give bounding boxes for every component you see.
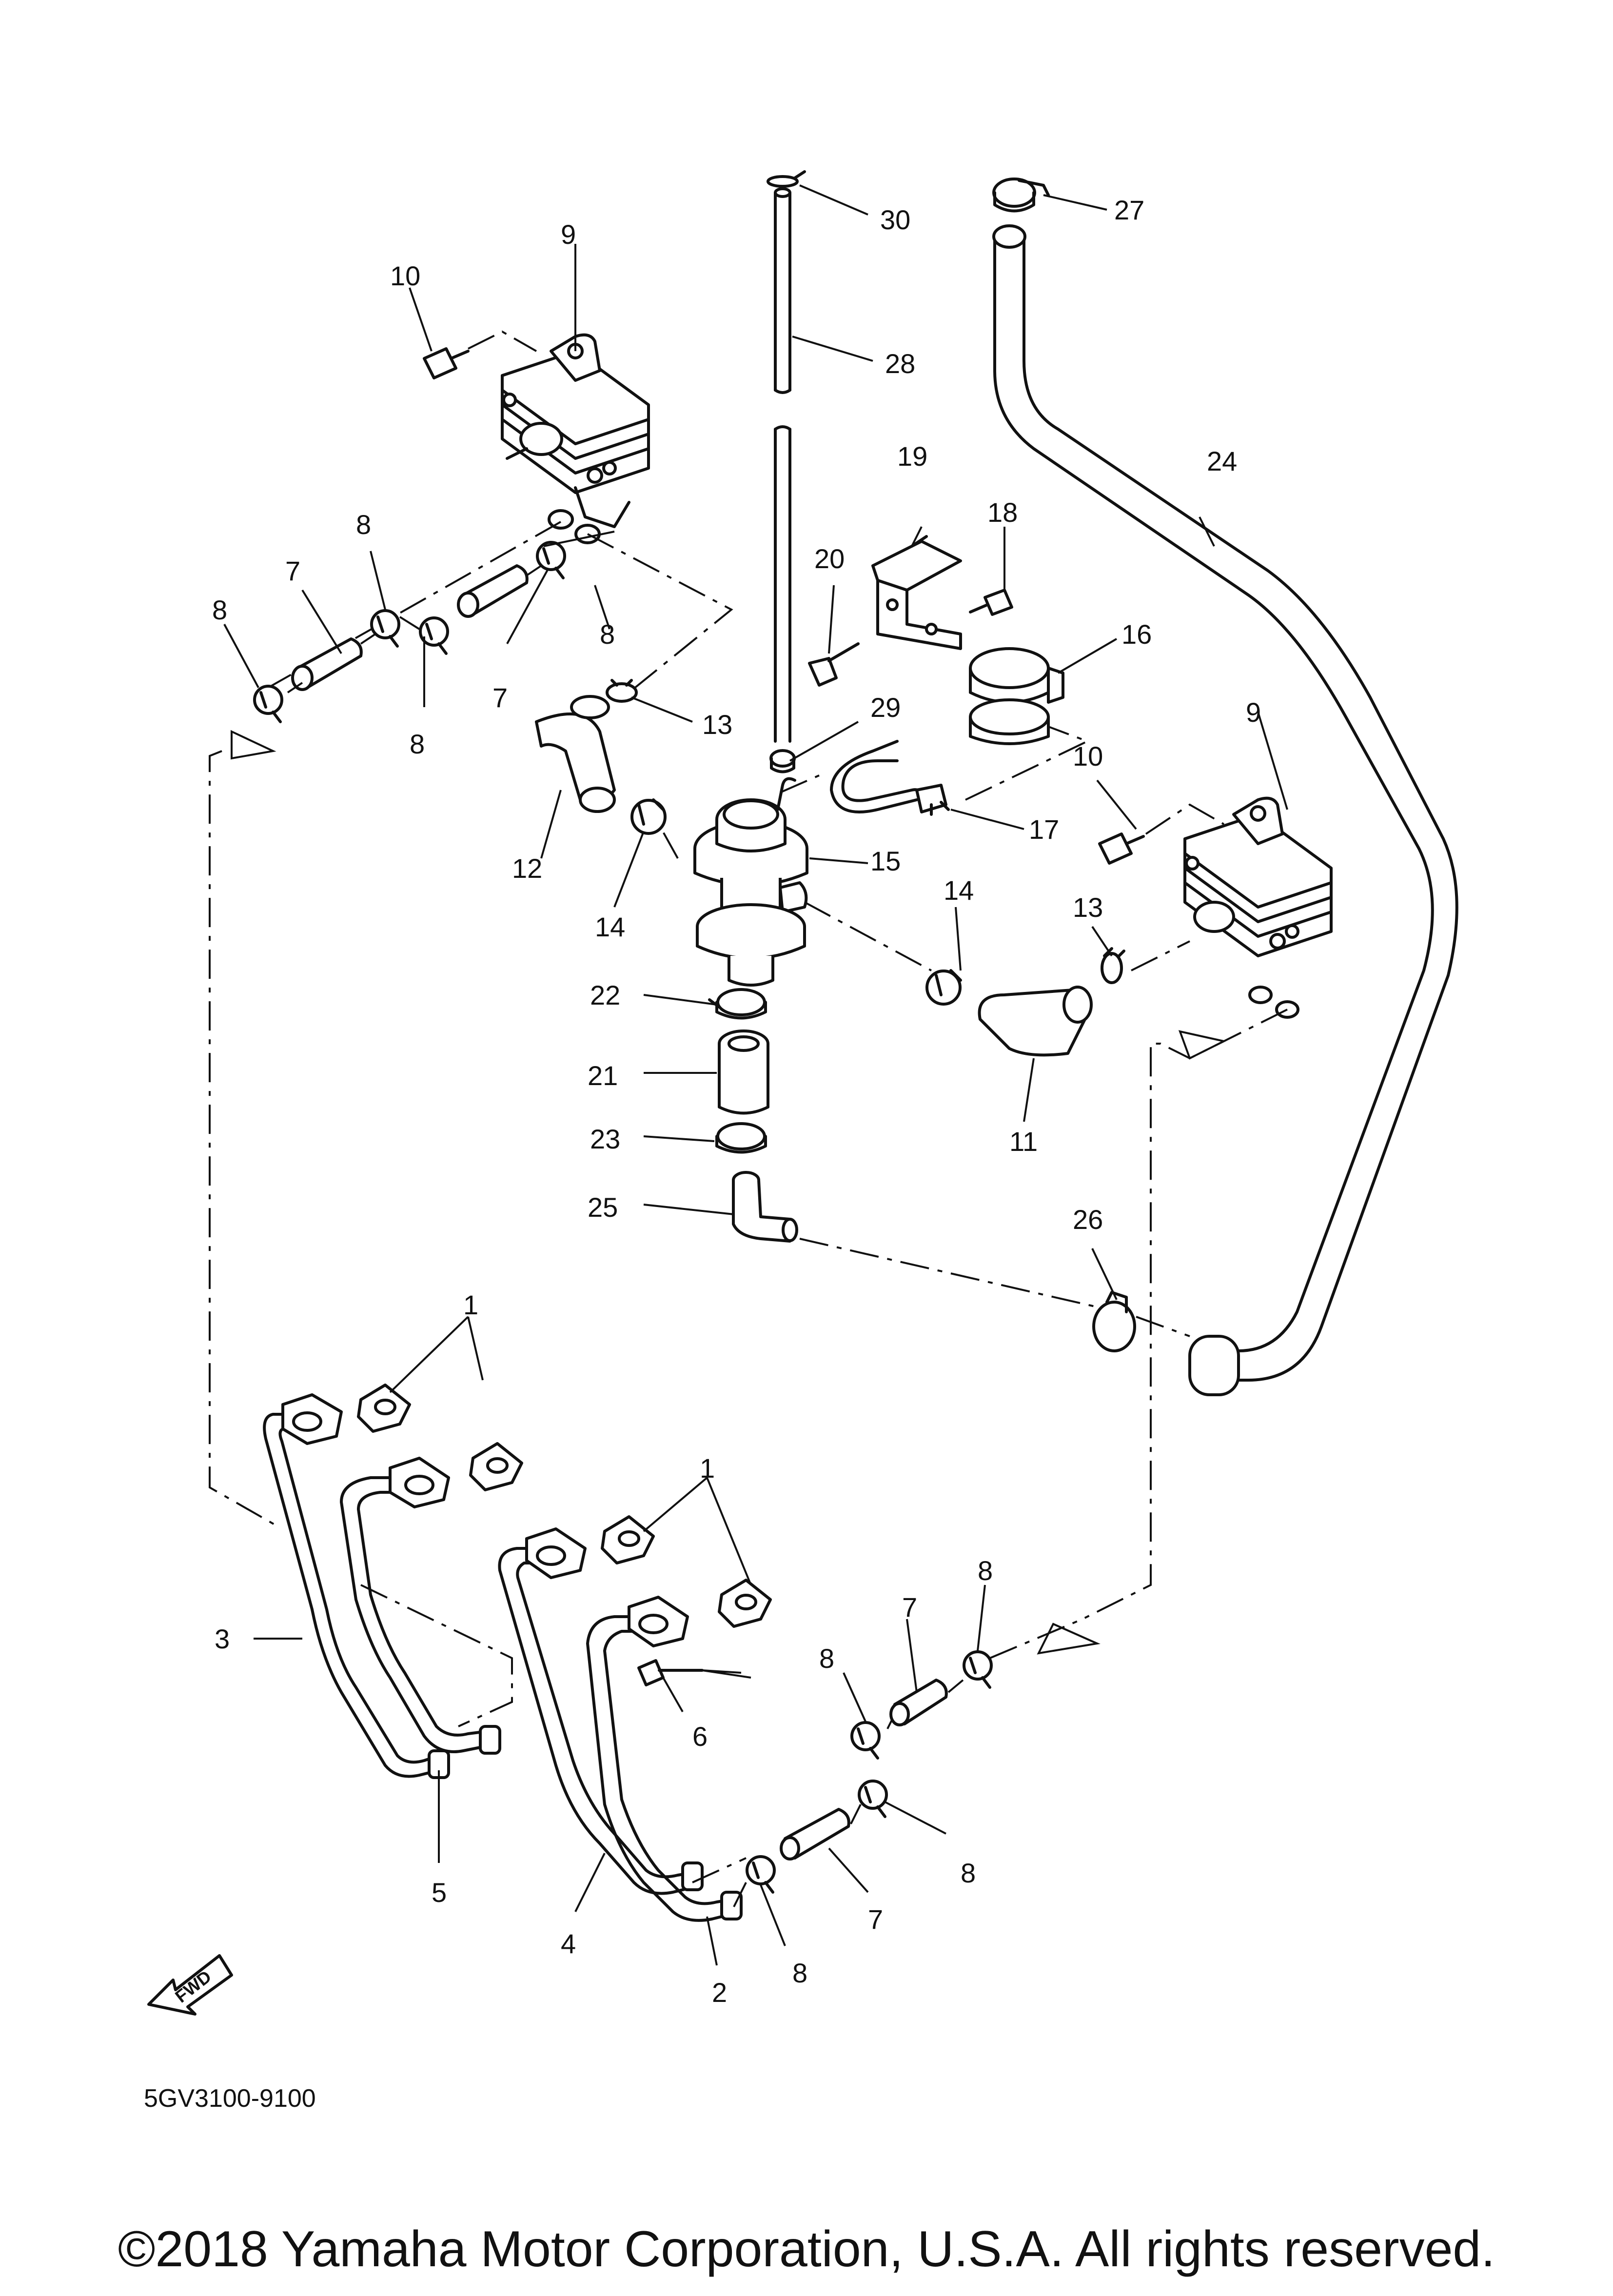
gasket-1-lower-b xyxy=(718,1579,772,1628)
callout-30: 30 xyxy=(880,204,910,235)
hose-7-lower-a xyxy=(889,1679,948,1726)
clamp-22 xyxy=(708,988,767,1020)
cap-30 xyxy=(767,170,806,188)
callout-13-right: 13 xyxy=(1073,892,1103,923)
hose-7-upper-a xyxy=(291,637,363,691)
fuel-hose-24 xyxy=(992,224,1458,1396)
hose-21 xyxy=(718,1029,769,1115)
clamp-8-d xyxy=(536,541,566,579)
callout-22: 22 xyxy=(590,980,620,1010)
callout-1-upper: 1 xyxy=(463,1289,478,1320)
clamp-8-a xyxy=(253,685,283,723)
screw-10-right xyxy=(1098,803,1224,865)
callout-8-a: 8 xyxy=(356,509,371,540)
hose-17 xyxy=(830,740,950,816)
callout-8-h: 8 xyxy=(792,1958,807,1988)
callout-10-upper: 10 xyxy=(390,260,420,291)
callout-23: 23 xyxy=(590,1124,620,1154)
gasket-1-upper-b xyxy=(469,1442,523,1491)
callout-24: 24 xyxy=(1207,446,1237,476)
callout-19: 19 xyxy=(897,441,927,472)
callout-13-left: 13 xyxy=(702,709,732,740)
fuel-pump-9-upper xyxy=(501,333,650,544)
hose-7-upper-b xyxy=(457,564,529,618)
callout-16: 16 xyxy=(1121,619,1152,650)
callout-26: 26 xyxy=(1073,1204,1103,1235)
hose-7-lower-b xyxy=(780,1808,850,1861)
callout-4: 4 xyxy=(561,1928,576,1959)
fuel-pipe-5 xyxy=(340,1457,501,1755)
fuel-pipe-4 xyxy=(498,1527,704,1895)
callout-7-c: 7 xyxy=(902,1592,917,1623)
callout-14-right: 14 xyxy=(944,875,974,906)
fuel-pipe-2 xyxy=(586,1596,743,1922)
callout-7-d: 7 xyxy=(868,1904,883,1935)
callout-10-right: 10 xyxy=(1073,741,1103,772)
callout-25: 25 xyxy=(588,1192,618,1223)
callout-3: 3 xyxy=(215,1623,230,1654)
callout-28: 28 xyxy=(885,348,915,379)
bolt-6 xyxy=(637,1659,704,1686)
callout-15: 15 xyxy=(870,846,901,876)
clamp-14-right xyxy=(925,969,962,1006)
clip-13-right xyxy=(1101,947,1125,984)
callout-27: 27 xyxy=(1114,195,1144,225)
callout-2: 2 xyxy=(712,1977,727,2008)
clamp-23 xyxy=(715,1122,767,1154)
clamp-8-b xyxy=(370,609,400,648)
callout-20: 20 xyxy=(814,543,845,574)
callout-7-b: 7 xyxy=(492,682,508,713)
clip-13-left xyxy=(606,679,638,703)
callout-9-upper: 9 xyxy=(561,219,576,250)
bracket-19 xyxy=(871,535,962,650)
callout-9-right: 9 xyxy=(1246,697,1261,728)
clamp-8-h xyxy=(746,1855,776,1894)
callout-6: 6 xyxy=(692,1721,708,1752)
callout-8-c: 8 xyxy=(600,619,615,650)
callout-21: 21 xyxy=(588,1060,618,1091)
clamp-8-e xyxy=(963,1650,993,1689)
fitting-25 xyxy=(732,1171,798,1243)
copyright-notice: ©2018 Yamaha Motor Corporation, U.S.A. A… xyxy=(118,2221,1495,2277)
fuel-pump-9-right xyxy=(1183,796,1333,1019)
hose-11 xyxy=(978,986,1093,1057)
hose-clip-27 xyxy=(992,178,1050,213)
regulator-15 xyxy=(693,777,808,987)
callout-8-e: 8 xyxy=(978,1555,993,1586)
clamp-26 xyxy=(1092,1291,1136,1352)
fwd-arrow-icon xyxy=(147,1954,233,2016)
callout-labels: 30 27 28 9 10 24 19 18 8 7 8 20 8 16 7 1… xyxy=(212,195,1261,2008)
clamp-8-g xyxy=(858,1780,888,1818)
diagram-code: 5GV3100-9100 xyxy=(144,2084,316,2113)
hose-12 xyxy=(535,695,616,813)
callout-8-f: 8 xyxy=(819,1643,834,1674)
breather-hose-28 xyxy=(769,187,796,773)
bolt-18 xyxy=(969,589,1013,616)
callout-14-left: 14 xyxy=(595,911,625,942)
gasket-1-upper-a xyxy=(357,1384,411,1433)
callout-8-g: 8 xyxy=(961,1858,976,1888)
leader-lines xyxy=(223,184,1288,1966)
callout-1-lower: 1 xyxy=(700,1453,715,1484)
callout-8-b: 8 xyxy=(212,594,227,625)
callout-12: 12 xyxy=(512,853,542,884)
gasket-1-lower-a xyxy=(601,1515,655,1564)
bolt-20 xyxy=(808,642,860,687)
fuel-pipe-3 xyxy=(263,1393,450,1779)
callout-7-a: 7 xyxy=(285,555,300,586)
screw-10-upper xyxy=(423,330,537,379)
holder-16 xyxy=(969,647,1064,745)
callout-5: 5 xyxy=(432,1877,447,1908)
callout-29: 29 xyxy=(870,692,901,723)
callout-11: 11 xyxy=(1009,1126,1038,1157)
callout-18: 18 xyxy=(987,497,1018,528)
clamp-8-f xyxy=(850,1721,881,1760)
clamp-14-left xyxy=(630,798,667,835)
callout-17: 17 xyxy=(1029,814,1059,845)
callout-8-d: 8 xyxy=(410,729,425,759)
clamp-8-c xyxy=(419,616,449,655)
